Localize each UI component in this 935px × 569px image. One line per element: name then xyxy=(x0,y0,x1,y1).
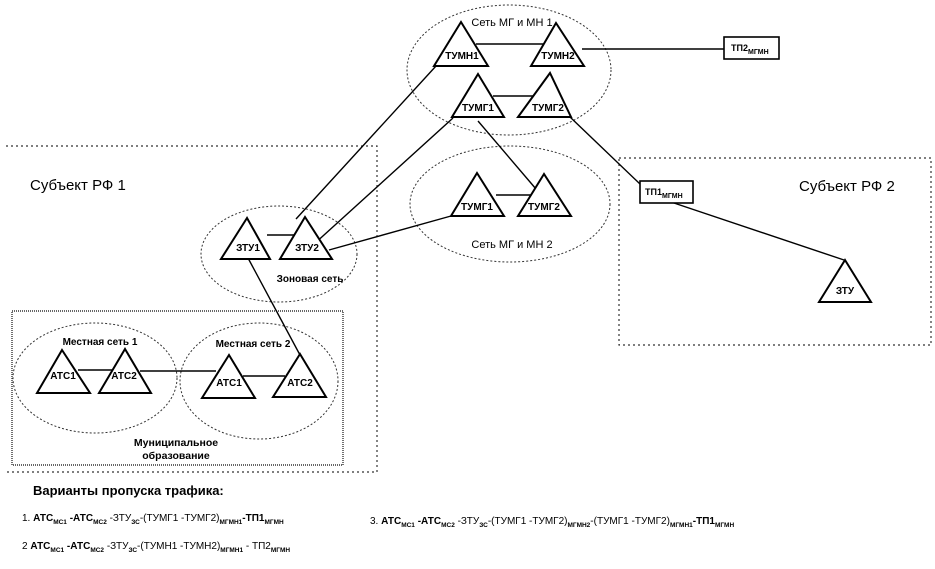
variant-segment-subscript: МС2 xyxy=(93,519,107,526)
subject-rf2-region xyxy=(618,157,932,346)
variant-segment-subscript: МГМН2 xyxy=(567,522,591,529)
node-tumn2: ТУМН2 xyxy=(529,21,586,67)
svg-text:ТП1МГМН: ТП1МГМН xyxy=(645,187,683,200)
variant-item-2: 2 АТСМС1 -АТСМС2 -ЗТУЗС-(ТУМН1 -ТУМН2)МГ… xyxy=(22,541,290,554)
tp1-sublabel: МГМН xyxy=(662,193,683,200)
node-ztu2: ЗТУ2 xyxy=(278,215,334,260)
transit-point-tp1: ТП1МГМН xyxy=(639,180,694,204)
node-label: ЗТУ1 xyxy=(236,243,260,254)
local2-network-label: Местная сеть 2 xyxy=(216,339,291,350)
node-ats1-local1: АТС1 xyxy=(35,348,92,394)
variant-segment-subscript: МС1 xyxy=(50,547,65,554)
transit-point-tp2: ТП2МГМН xyxy=(723,36,780,60)
node-label: ТУМГ2 xyxy=(528,202,560,213)
node-ztu-subject2: ЗТУ xyxy=(817,258,873,303)
node-label: ТУМГ1 xyxy=(461,202,493,213)
tp2-sublabel: МГМН xyxy=(748,49,769,56)
node-label: ЗТУ2 xyxy=(295,243,319,254)
mgmn1-network-label: Сеть МГ и МН 1 xyxy=(471,17,552,29)
municipal-region xyxy=(11,310,344,466)
subject-rf1-label: Субъект РФ 1 xyxy=(30,177,126,194)
variant-number: 3. xyxy=(370,516,382,527)
subject-rf1-region xyxy=(6,145,378,473)
municipal-label-line2: образование xyxy=(142,450,210,462)
variant-segment: -АТС xyxy=(66,513,94,524)
variant-segment: АТС xyxy=(30,541,51,552)
node-ztu1: ЗТУ1 xyxy=(219,216,272,260)
node-label: ТУМГ1 xyxy=(462,103,494,114)
zone-network-ellipse xyxy=(200,205,358,303)
link-tumg1-mgmn1-tumg2-mgmn2 xyxy=(477,120,537,190)
node-ats1-local2: АТС1 xyxy=(200,353,257,399)
node-ats2-local2: АТС2 xyxy=(271,352,328,398)
node-tumg2-mgmn2: ТУМГ2 xyxy=(516,172,573,217)
variant-segment-subscript: МС1 xyxy=(401,522,415,529)
mgmn2-network-label: Сеть МГ и МН 2 xyxy=(471,239,552,251)
variant-segment-subscript: МС2 xyxy=(441,522,455,529)
variant-segment: -ЗТУ xyxy=(106,513,132,524)
variant-segment-subscript: ЗС xyxy=(128,547,138,554)
node-tumn1: ТУМН1 xyxy=(432,20,490,67)
link-ztu1-ats2-local2 xyxy=(247,257,301,356)
variant-segment-subscript: ЗС xyxy=(131,519,140,526)
local1-network-ellipse xyxy=(12,322,178,434)
tp2-label: ТП2 xyxy=(731,43,748,53)
variant-segment-subscript: МС1 xyxy=(53,519,67,526)
variant-segment: -ЗТУ xyxy=(454,516,480,527)
node-label: ТУМГ2 xyxy=(532,103,564,114)
node-label: АТС1 xyxy=(50,371,76,382)
variant-segment-subscript: МГМН xyxy=(714,522,735,529)
municipal-label-line1: Муниципальное xyxy=(134,437,218,449)
variant-segment: -ЗТУ xyxy=(104,541,129,552)
variant-segment-subscript: МГМН1 xyxy=(220,547,244,554)
svg-text:ТП2МГМН: ТП2МГМН xyxy=(731,43,769,56)
local2-network-ellipse xyxy=(179,322,339,440)
variant-segment: -(ТУМН1 -ТУМН2) xyxy=(137,541,221,552)
node-label: ТУМН1 xyxy=(445,51,479,62)
node-tumg1-mgmn2: ТУМГ1 xyxy=(449,171,506,217)
variant-segment-subscript: МГМН xyxy=(270,547,291,554)
node-ats2-local1: АТС2 xyxy=(97,347,153,394)
variant-segment: -(ТУМГ1 -ТУМГ2) xyxy=(487,516,568,527)
variant-segment-subscript: МГМН xyxy=(264,519,284,526)
node-label: ЗТУ xyxy=(836,286,855,297)
link-tumn1-ztu2 xyxy=(295,65,437,220)
node-label: АТС1 xyxy=(216,378,242,389)
local1-network-label: Местная сеть 1 xyxy=(63,337,138,348)
node-tumg1-mgmn1: ТУМГ1 xyxy=(450,72,506,118)
node-tumg2-mgmn1: ТУМГ2 xyxy=(516,71,573,118)
mgmn2-network-ellipse xyxy=(409,145,611,263)
variant-segment: -АТС xyxy=(414,516,442,527)
variant-segment-subscript: МГМН1 xyxy=(669,522,693,529)
link-tumg2-tp1 xyxy=(569,116,641,185)
variant-segment-subscript: ЗС xyxy=(479,522,488,529)
variant-segment: АТС xyxy=(33,513,54,524)
variant-segment: -ТП1 xyxy=(692,516,715,527)
variant-segment: -АТС xyxy=(64,541,91,552)
variant-segment: -(ТУМГ1 -ТУМГ2) xyxy=(139,513,220,524)
link-tumg1-ztu2 xyxy=(312,117,454,246)
zone-network-label: Зоновая сеть xyxy=(277,274,344,285)
node-label: АТС2 xyxy=(287,378,313,389)
link-tp1-ztu xyxy=(667,200,845,261)
mgmn1-network-ellipse xyxy=(406,4,612,136)
node-label: ТУМН2 xyxy=(541,51,575,62)
tp1-label: ТП1 xyxy=(645,187,662,197)
variant-number: 1. xyxy=(22,513,34,524)
node-label: АТС2 xyxy=(111,371,137,382)
variant-segment: - ТП2 xyxy=(243,541,271,552)
link-ztu2-tumg1-mgmn2 xyxy=(328,215,452,251)
variants-title: Варианты пропуска трафика: xyxy=(33,483,224,498)
subject-rf2-label: Субъект РФ 2 xyxy=(799,178,895,195)
variant-segment: АТС xyxy=(381,516,402,527)
variant-item-3: 3. АТСМС1 -АТСМС2 -ЗТУЗС-(ТУМГ1 -ТУМГ2)М… xyxy=(370,516,734,529)
variant-item-1: 1. АТСМС1 -АТСМС2 -ЗТУЗС-(ТУМГ1 -ТУМГ2)М… xyxy=(22,513,284,526)
variant-segment: -(ТУМГ1 -ТУМГ2) xyxy=(590,516,670,527)
variant-number: 2 xyxy=(22,541,31,552)
variant-segment: -ТП1 xyxy=(242,513,265,524)
variant-segment-subscript: МС2 xyxy=(90,547,105,554)
variant-segment-subscript: МГМН1 xyxy=(219,519,243,526)
